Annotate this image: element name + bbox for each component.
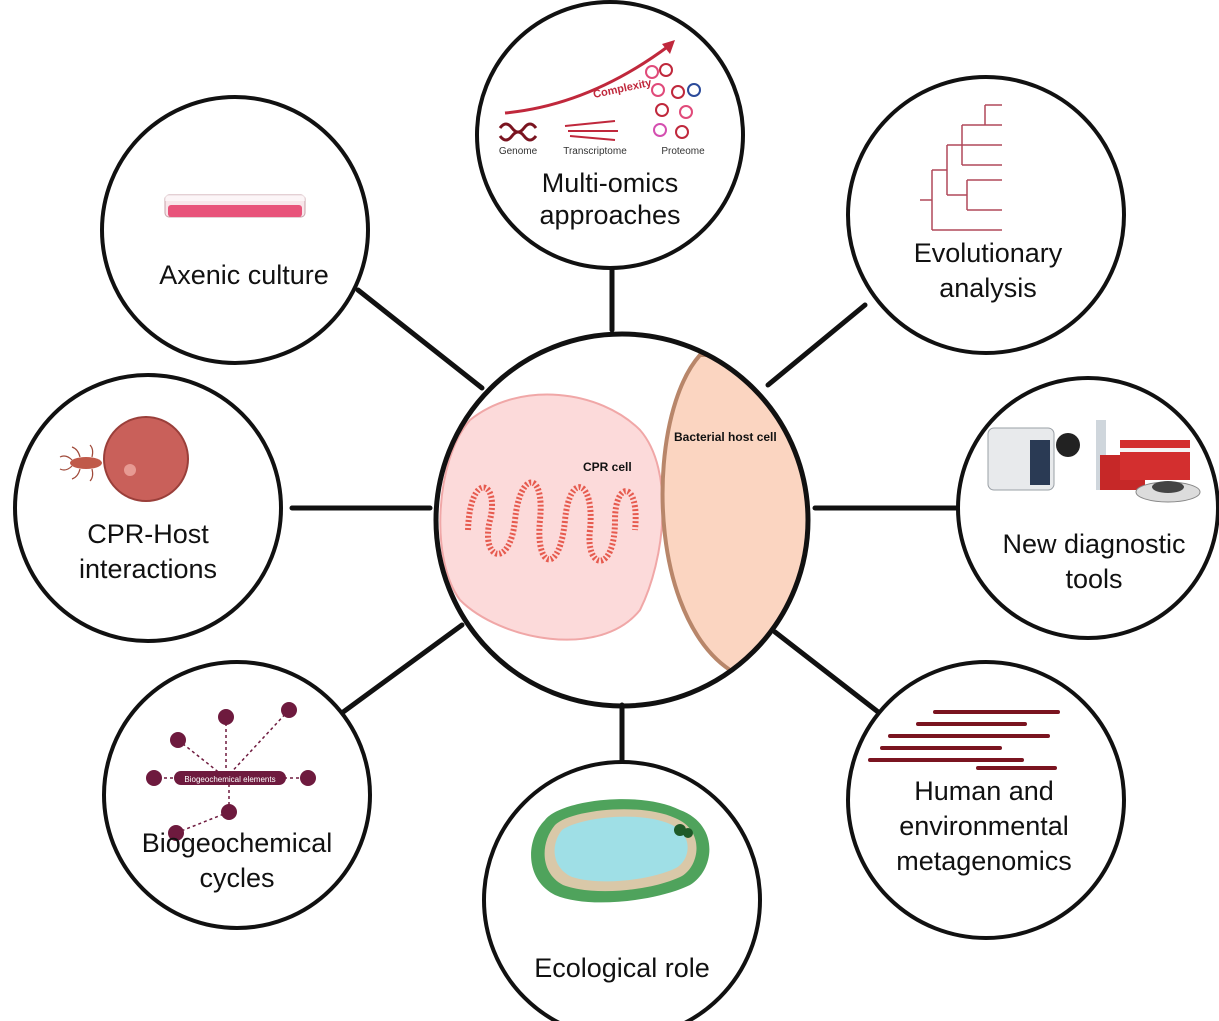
connector-biogeochemical bbox=[332, 622, 465, 721]
node-label-line: analysis bbox=[939, 273, 1037, 303]
connector-metagenomics bbox=[772, 629, 885, 718]
elements-label: Biogeochemical elements bbox=[184, 775, 275, 784]
node-label-line: tools bbox=[1065, 564, 1122, 594]
petri-dish-icon bbox=[164, 194, 306, 218]
node-label-line: approaches bbox=[539, 200, 680, 230]
element-network-icon: Biogeochemical elements bbox=[146, 702, 316, 841]
connector-axenic bbox=[355, 287, 485, 391]
node-label-line: Human and bbox=[914, 776, 1054, 806]
node-ecological: Ecological role bbox=[482, 760, 762, 1021]
node-label-line: metagenomics bbox=[896, 846, 1072, 876]
genome-label: Genome bbox=[499, 146, 538, 157]
node-metagenomics: Human and environmental metagenomics bbox=[846, 660, 1126, 940]
node-diagnostic: New diagnostic tools bbox=[956, 376, 1219, 640]
sequence-reads-icon bbox=[868, 710, 1060, 770]
node-multi-omics: Complexity Genome Transcriptome Proteome… bbox=[475, 0, 745, 270]
pond-icon bbox=[531, 799, 710, 903]
dna-strand bbox=[465, 479, 639, 564]
connector-lines bbox=[289, 252, 961, 785]
node-axenic: Axenic culture bbox=[100, 95, 370, 365]
host-cell-label: Bacterial host cell bbox=[674, 430, 777, 444]
node-label-line: interactions bbox=[79, 554, 217, 584]
node-label-line: cycles bbox=[199, 863, 274, 893]
center-node: CPR cell Bacterial host cell bbox=[433, 331, 811, 709]
cpr-cell-label: CPR cell bbox=[583, 460, 632, 474]
cell-attachment-icon bbox=[59, 416, 189, 502]
node-label-line: Axenic culture bbox=[159, 260, 329, 290]
connector-evolutionary bbox=[765, 302, 868, 388]
node-label-line: Ecological role bbox=[534, 953, 710, 983]
host-cell-shape bbox=[660, 353, 808, 672]
transcriptome-label: Transcriptome bbox=[563, 146, 627, 157]
node-label-line: Biogeochemical bbox=[142, 828, 333, 858]
node-label-line: Evolutionary bbox=[914, 238, 1063, 268]
cpr-cell-shape bbox=[439, 393, 664, 641]
node-biogeochemical: Biogeochemical elements Biogeochemical c… bbox=[102, 660, 372, 930]
node-label-line: CPR-Host bbox=[87, 519, 209, 549]
node-label-line: New diagnostic bbox=[1002, 529, 1185, 559]
lab-instruments-icon bbox=[987, 420, 1201, 503]
node-label-line: Multi-omics bbox=[542, 168, 679, 198]
node-evolutionary: Evolutionary analysis bbox=[846, 75, 1126, 355]
node-cpr-host: CPR-Host interactions bbox=[13, 373, 283, 643]
proteome-label: Proteome bbox=[661, 146, 705, 157]
phylogenetic-tree-icon bbox=[920, 104, 1002, 231]
node-label-line: environmental bbox=[899, 811, 1069, 841]
